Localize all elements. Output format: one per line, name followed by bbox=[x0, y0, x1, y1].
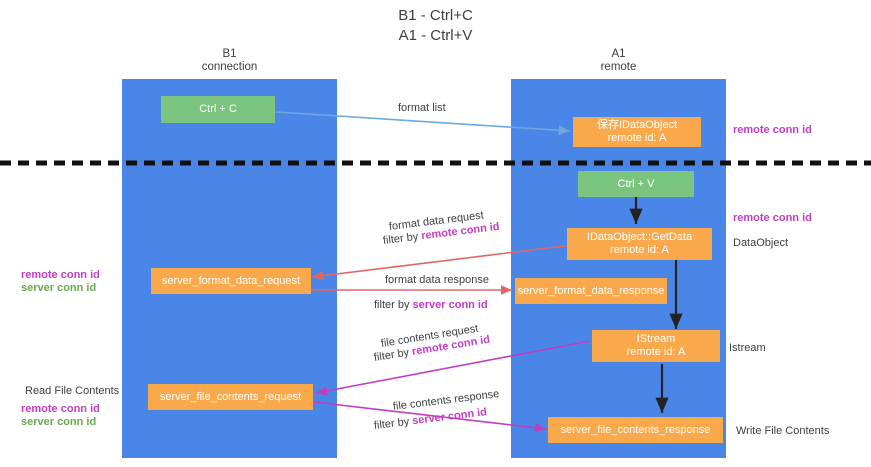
server-format-data-response-node-label: server_format_data_response bbox=[517, 284, 665, 297]
side-label-right-mid-remote-conn-id: remote conn id bbox=[733, 212, 812, 224]
side-label-left-bottom-server-conn-id: server conn id bbox=[21, 416, 97, 428]
idataobject-getdata-node-sublabel: remote id: A bbox=[610, 244, 669, 256]
server-format-data-request-node[interactable]: server_format_data_request bbox=[151, 268, 311, 294]
server-file-contents-response-node[interactable]: server_file_contents_response bbox=[548, 417, 723, 443]
server-file-contents-request-node-label: server_file_contents_request bbox=[159, 390, 302, 403]
istream-node[interactable]: IStream remote id: A bbox=[592, 330, 720, 362]
ctrl-c-node[interactable]: Ctrl + C bbox=[161, 96, 275, 123]
diagram-title: B1 - Ctrl+C A1 - Ctrl+V bbox=[398, 7, 473, 44]
idataobject-getdata-node-label: IDataObject::GetData bbox=[586, 231, 693, 243]
save-idataobject-node[interactable]: 保存IDataObject remote id: A bbox=[573, 117, 701, 147]
filter-prefix: filter by bbox=[373, 346, 413, 364]
server-file-contents-response-node-label: server_file_contents_response bbox=[560, 423, 711, 436]
side-label-left-mid-remote-conn-id: remote conn id bbox=[21, 269, 100, 281]
side-label-read-file-contents: Read File Contents bbox=[25, 385, 120, 397]
edge-label-format-data-response: format data response bbox=[385, 274, 489, 286]
ctrl-v-node-label: Ctrl + V bbox=[617, 177, 655, 190]
ctrl-v-node[interactable]: Ctrl + V bbox=[578, 171, 694, 197]
side-label-istream: Istream bbox=[729, 342, 766, 354]
ctrl-c-node-label: Ctrl + C bbox=[199, 103, 237, 115]
side-label-right-top-remote-conn-id: remote conn id bbox=[733, 124, 812, 136]
side-label-dataobject: DataObject bbox=[733, 237, 789, 249]
istream-node-label: IStream bbox=[636, 333, 676, 345]
filter-prefix: filter by bbox=[374, 299, 413, 311]
filter-prefix: filter by bbox=[373, 415, 413, 432]
save-idataobject-node-label: 保存IDataObject bbox=[596, 119, 678, 131]
server-format-data-request-node-label: server_format_data_request bbox=[161, 274, 301, 287]
side-label-write-file-contents: Write File Contents bbox=[736, 425, 830, 437]
istream-node-sublabel: remote id: A bbox=[626, 346, 686, 358]
save-idataobject-node-sublabel: remote id: A bbox=[607, 132, 667, 144]
side-label-left-mid-server-conn-id: server conn id bbox=[21, 282, 97, 294]
edge-label-format-data-response-filter: filter by server conn id bbox=[374, 298, 488, 312]
edge-label-format-list: format list bbox=[398, 102, 446, 114]
side-label-left-bottom-remote-conn-id: remote conn id bbox=[21, 403, 100, 415]
filter-key-server-conn-id: server conn id bbox=[412, 299, 488, 311]
filter-prefix: filter by bbox=[382, 230, 422, 247]
right-lane-header: A1 remote bbox=[600, 48, 637, 73]
server-file-contents-request-node[interactable]: server_file_contents_request bbox=[148, 384, 313, 410]
left-lane-header: B1 connection bbox=[201, 48, 258, 73]
server-format-data-response-node[interactable]: server_format_data_response bbox=[515, 278, 667, 304]
idataobject-getdata-node[interactable]: IDataObject::GetData remote id: A bbox=[567, 228, 712, 260]
